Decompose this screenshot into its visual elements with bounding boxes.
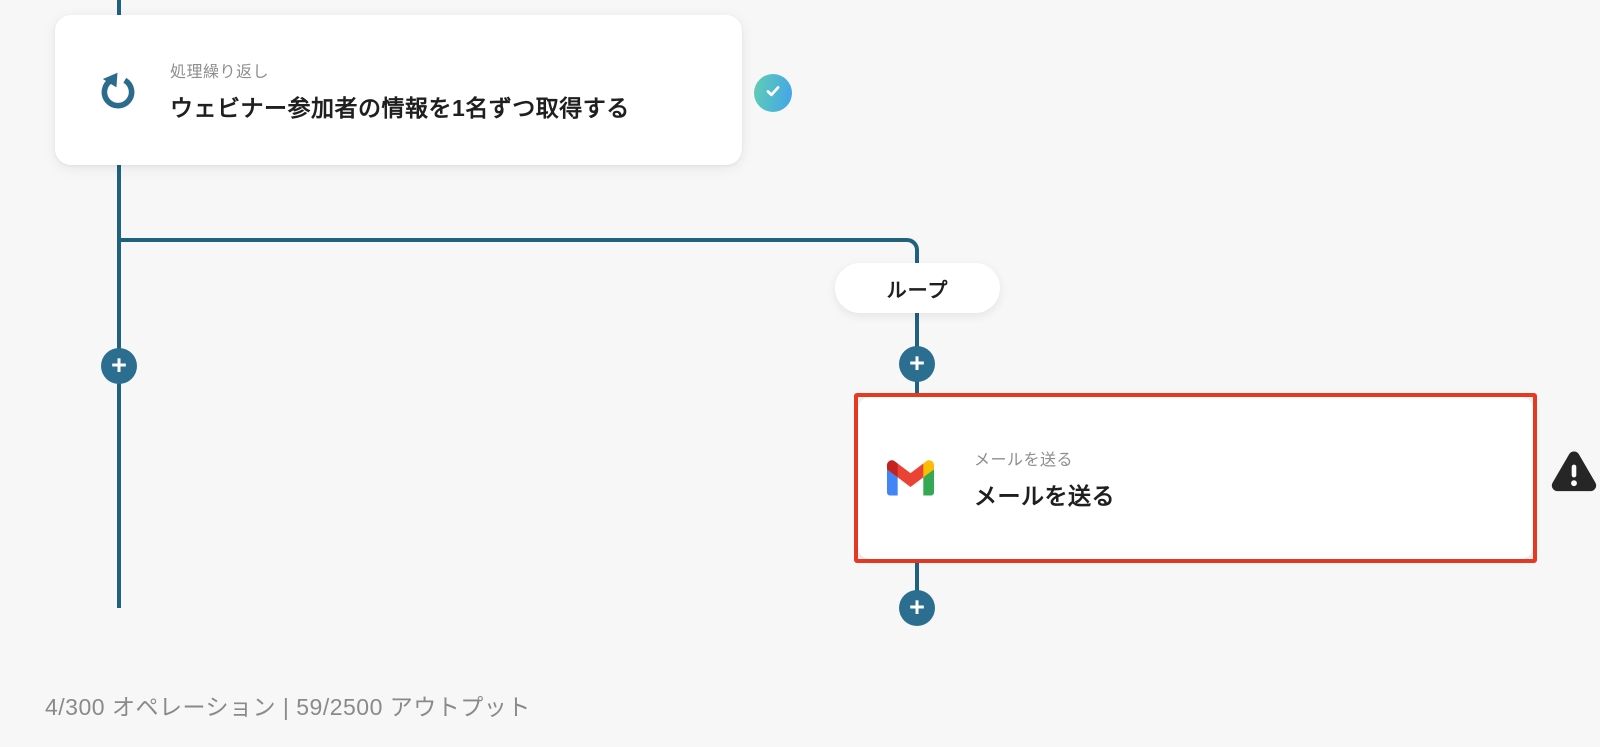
connector-loop-branch — [117, 238, 919, 318]
plus-icon: + — [909, 347, 925, 378]
node-title: ウェビナー参加者の情報を1名ずつ取得する — [170, 94, 630, 121]
warning-icon — [1550, 450, 1598, 496]
gmail-node-card[interactable]: メールを送る メールを送る — [858, 397, 1533, 559]
add-step-button-loop-top[interactable]: + — [899, 346, 935, 382]
node-type-label: 処理繰り返し — [170, 63, 270, 81]
loop-branch-label: ループ — [835, 263, 1000, 313]
checkmark-icon — [762, 80, 784, 107]
add-step-button-main[interactable]: + — [101, 348, 137, 384]
connector-node-to-plus — [915, 561, 919, 608]
gmail-node-error-outline: メールを送る メールを送る — [854, 393, 1537, 563]
rotate-counterclockwise-icon — [95, 66, 141, 114]
loop-branch-label-text: ループ — [886, 279, 949, 302]
node-type-label: メールを送る — [974, 451, 1074, 469]
add-step-button-loop-bottom[interactable]: + — [899, 590, 935, 626]
node-title: メールを送る — [974, 482, 1115, 509]
usage-status-text: 4/300 オペレーション | 59/2500 アウトプット — [45, 694, 531, 720]
gmail-icon — [887, 459, 934, 497]
plus-icon: + — [111, 349, 127, 380]
success-status-badge — [754, 74, 792, 112]
connector-main-vertical — [117, 0, 121, 608]
loop-node-card[interactable]: 処理繰り返し ウェビナー参加者の情報を1名ずつ取得する — [55, 15, 742, 165]
plus-icon: + — [909, 591, 925, 622]
